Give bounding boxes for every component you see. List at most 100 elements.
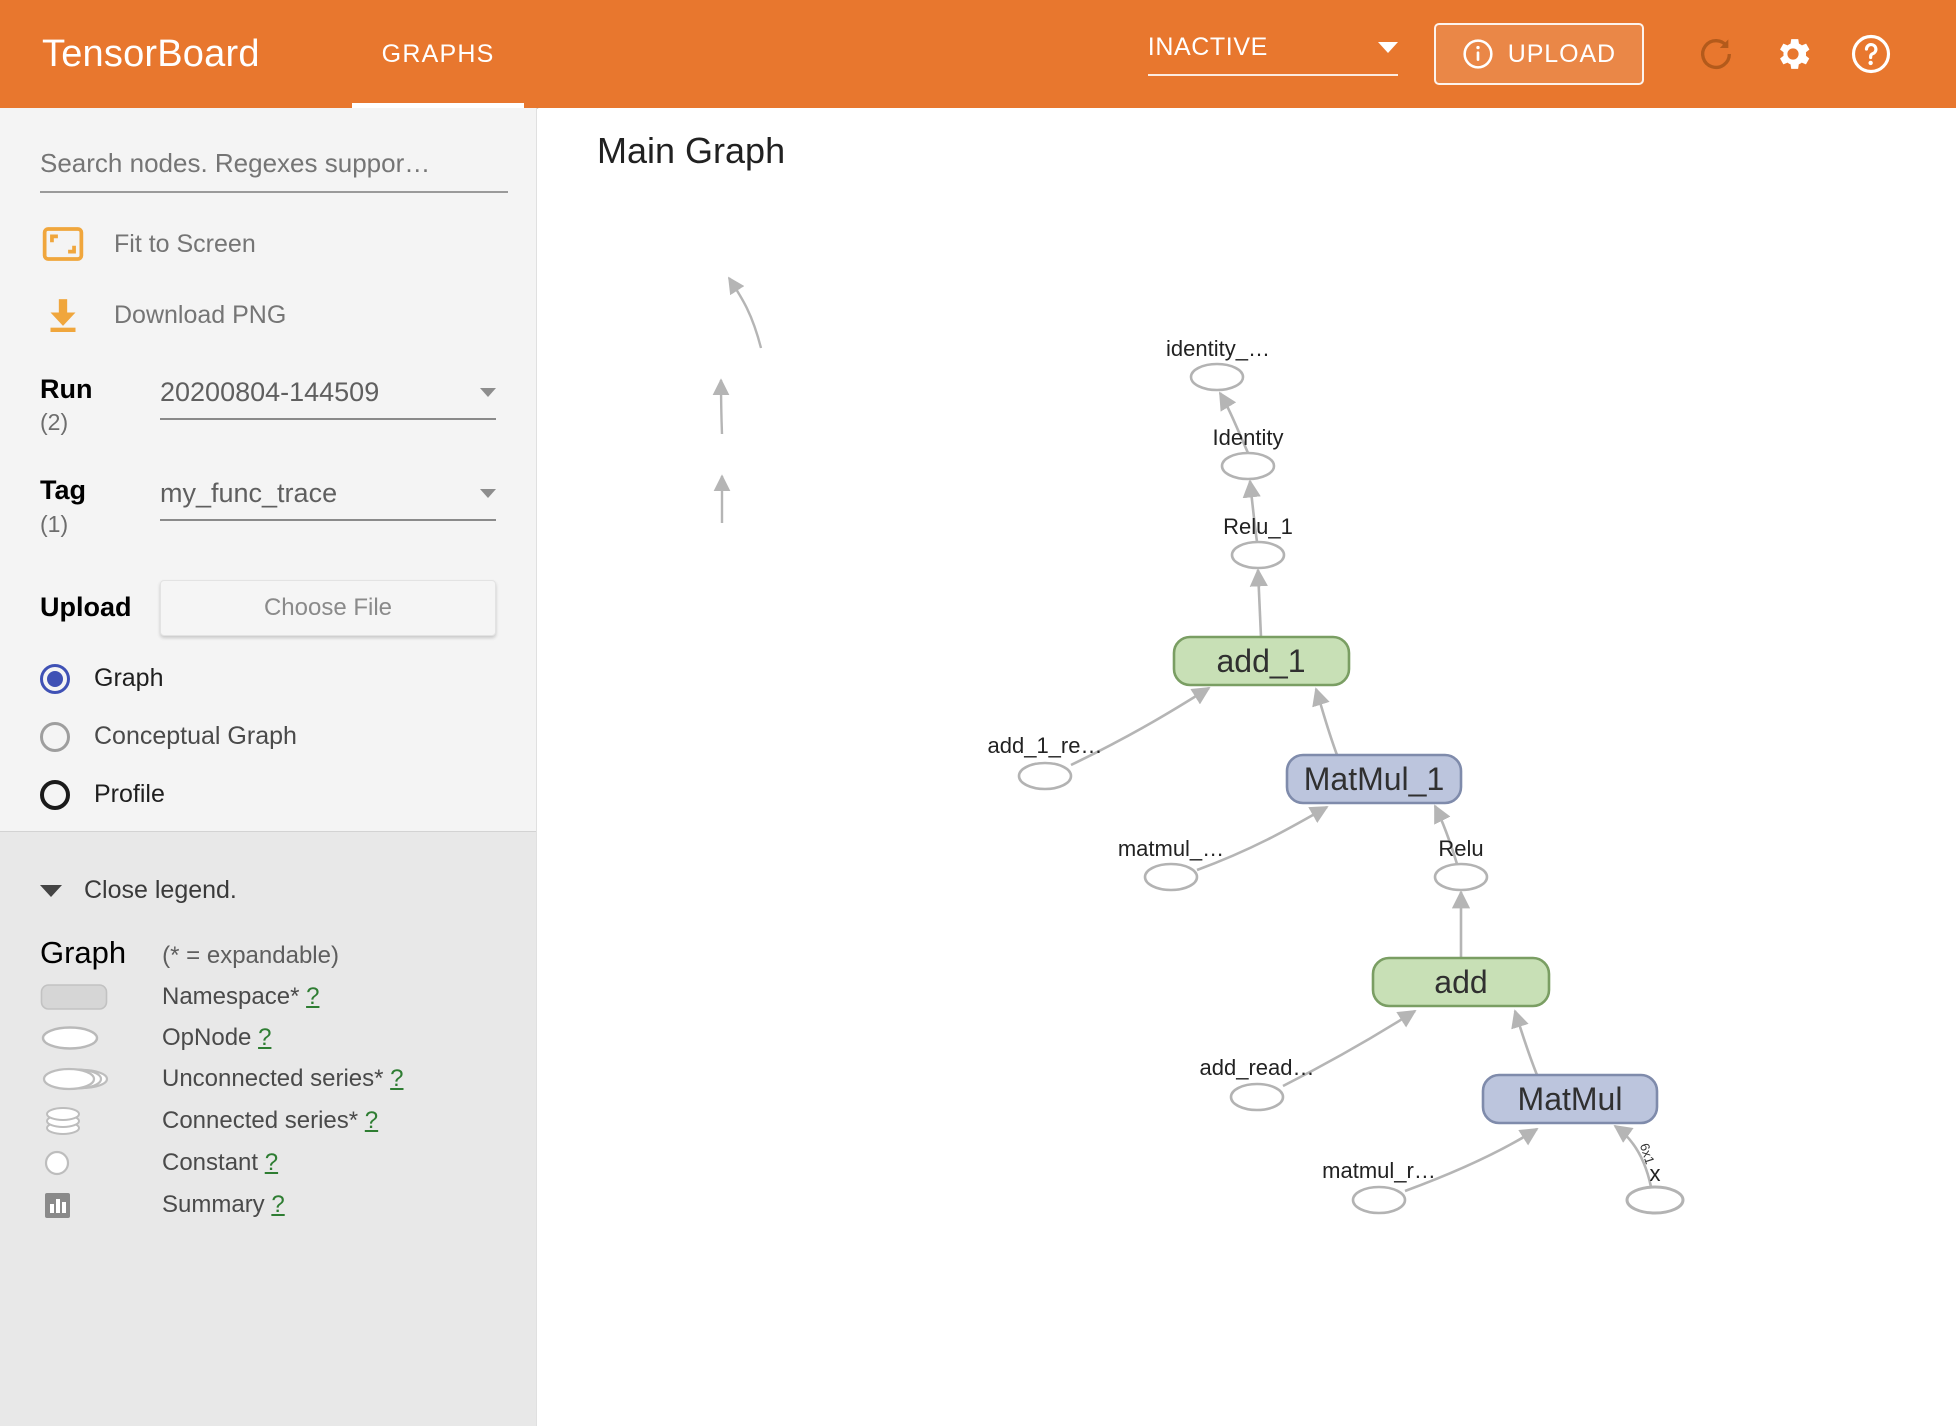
legend-help-namespace[interactable]: ? — [306, 983, 320, 1010]
legend-label-constant: Constant — [162, 1149, 259, 1176]
node-label-relu: Relu — [1438, 836, 1483, 861]
edge-identity-to-identity-out — [1218, 391, 1250, 454]
radio-conceptual-graph[interactable]: Conceptual Graph — [40, 721, 496, 752]
node-label-add: add — [1434, 964, 1487, 1000]
node-matmul[interactable]: MatMul — [1481, 1073, 1659, 1125]
chevron-down-icon — [40, 884, 62, 897]
graph-svg[interactable]: identity_… Identity Relu_1 add_1 add_1_r… — [537, 108, 1956, 1426]
node-label-matmul-1: MatMul_1 — [1304, 761, 1445, 797]
legend-item-constant: Constant ? — [40, 1148, 496, 1178]
search-input[interactable] — [40, 148, 508, 193]
legend-heading-row: Graph (* = expandable) — [40, 935, 496, 971]
download-png-button[interactable]: Download PNG — [40, 295, 496, 335]
node-add-1-read[interactable]: add_1_re… — [988, 733, 1103, 791]
node-matmul-1[interactable]: MatMul_1 — [1285, 753, 1463, 805]
run-count: (2) — [40, 409, 69, 436]
ellipse-shape — [1625, 1185, 1685, 1215]
graph-nodes[interactable]: identity_… Identity Relu_1 add_1 add_1_r… — [988, 336, 1685, 1215]
chevron-down-icon — [480, 489, 496, 499]
edge-matmul1-to-add1 — [1312, 687, 1339, 756]
choose-file-label: Choose File — [263, 593, 393, 621]
tag-selector: Tag (1) my_func_trace — [40, 476, 496, 537]
edge-x-to-matmul — [1613, 1124, 1653, 1188]
node-label-identity: Identity — [1213, 425, 1284, 450]
help-button[interactable] — [1832, 33, 1910, 75]
edge-add1read-to-add1 — [1070, 686, 1211, 767]
upload-button[interactable]: UPLOAD — [1433, 23, 1644, 85]
node-matmul-read[interactable]: matmul_r… — [1322, 1158, 1436, 1215]
legend-item-namespace: Namespace* ? — [40, 982, 496, 1012]
close-legend-label: Close legend. — [84, 876, 237, 904]
legend-item-connected-series: Connected series* ? — [40, 1105, 496, 1137]
graph-edge-layer — [1070, 391, 1653, 1193]
header-right-controls: INACTIVE UPLOAD — [1147, 23, 1910, 85]
node-relu-1[interactable]: Relu_1 — [1223, 514, 1293, 570]
download-icon — [40, 295, 86, 335]
node-label-relu-1: Relu_1 — [1223, 514, 1293, 539]
refresh-button[interactable] — [1678, 34, 1754, 74]
node-label-add-1-read: add_1_re… — [988, 733, 1103, 758]
run-status-dropdown[interactable]: INACTIVE — [1147, 33, 1398, 76]
run-selector: Run (2) 20200804-144509 — [40, 375, 496, 436]
radio-profile[interactable]: Profile — [40, 779, 496, 810]
node-label-x: x — [1650, 1161, 1661, 1186]
fit-to-screen-icon — [40, 227, 86, 261]
upload-file-row: Upload Choose File — [40, 579, 496, 636]
choose-file-button[interactable]: Choose File — [160, 579, 496, 636]
node-add-read[interactable]: add_read… — [1200, 1055, 1315, 1112]
run-label-group: Run (2) — [40, 375, 160, 436]
legend-label-connected-series: Connected series* — [162, 1107, 359, 1134]
upload-label: Upload — [40, 592, 132, 623]
header-tabs: GRAPHS — [351, 0, 525, 108]
settings-button[interactable] — [1754, 33, 1832, 75]
edge-matmul-to-add — [1511, 1009, 1539, 1076]
legend-help-constant[interactable]: ? — [264, 1149, 279, 1176]
rect-shape — [1481, 1073, 1659, 1125]
namespace-icon — [40, 982, 162, 1012]
radio-graph[interactable]: Graph — [40, 663, 496, 694]
legend-panel: Close legend. Graph (* = expandable) Nam… — [0, 831, 536, 1426]
node-label-add-1: add_1 — [1217, 643, 1306, 679]
radio-profile-indicator — [40, 779, 70, 810]
edge-addread-to-add — [1282, 1009, 1417, 1088]
legend-help-connected-series[interactable]: ? — [364, 1107, 379, 1134]
run-dropdown[interactable]: 20200804-144509 — [160, 377, 496, 420]
edge-shape-label: 6x1 — [1637, 1141, 1658, 1166]
edge-relu-to-matmul1 — [1433, 804, 1459, 865]
app-brand: TensorBoard — [42, 32, 260, 75]
node-label-matmul: MatMul — [1518, 1081, 1623, 1117]
ellipse-shape — [1189, 362, 1245, 392]
node-add-1[interactable]: add_1 — [1172, 635, 1351, 687]
edge-relu1-to-identity — [1242, 479, 1261, 543]
unconnected-series-icon — [40, 1064, 162, 1094]
node-matmul-read-1[interactable]: matmul_… — [1118, 836, 1224, 892]
node-x[interactable]: x — [1625, 1161, 1685, 1215]
edge-identity-to-identityout — [727, 276, 763, 349]
node-identity-out[interactable]: identity_… — [1166, 336, 1270, 392]
search-container — [40, 108, 508, 193]
rect-shape — [1285, 753, 1463, 805]
node-label-add-read: add_read… — [1200, 1055, 1315, 1080]
node-identity[interactable]: Identity — [1213, 425, 1284, 481]
rect-shape — [1172, 635, 1351, 687]
node-label-matmul-read: matmul_r… — [1322, 1158, 1436, 1183]
legend-help-unconnected-series[interactable]: ? — [390, 1065, 404, 1092]
tag-value: my_func_trace — [160, 478, 338, 509]
tag-dropdown[interactable]: my_func_trace — [160, 478, 496, 522]
legend-label-namespace: Namespace* — [162, 983, 300, 1010]
legend-help-summary[interactable]: ? — [271, 1191, 285, 1218]
tag-label: Tag — [40, 475, 86, 506]
graph-canvas[interactable]: Main Graph — [537, 108, 1956, 1426]
legend-help-opnode[interactable]: ? — [258, 1024, 272, 1051]
upload-button-label: UPLOAD — [1507, 39, 1616, 68]
rect-shape — [1371, 956, 1551, 1008]
summary-icon — [40, 1189, 162, 1221]
node-relu[interactable]: Relu — [1433, 836, 1489, 892]
tab-graphs[interactable]: GRAPHS — [351, 0, 525, 108]
close-legend-button[interactable]: Close legend. — [40, 876, 496, 905]
fit-to-screen-button[interactable]: Fit to Screen — [40, 227, 496, 261]
node-add[interactable]: add — [1371, 956, 1551, 1008]
page-title: Main Graph — [597, 130, 786, 171]
node-label-matmul-read-1: matmul_… — [1118, 836, 1224, 861]
constant-icon — [40, 1148, 162, 1178]
